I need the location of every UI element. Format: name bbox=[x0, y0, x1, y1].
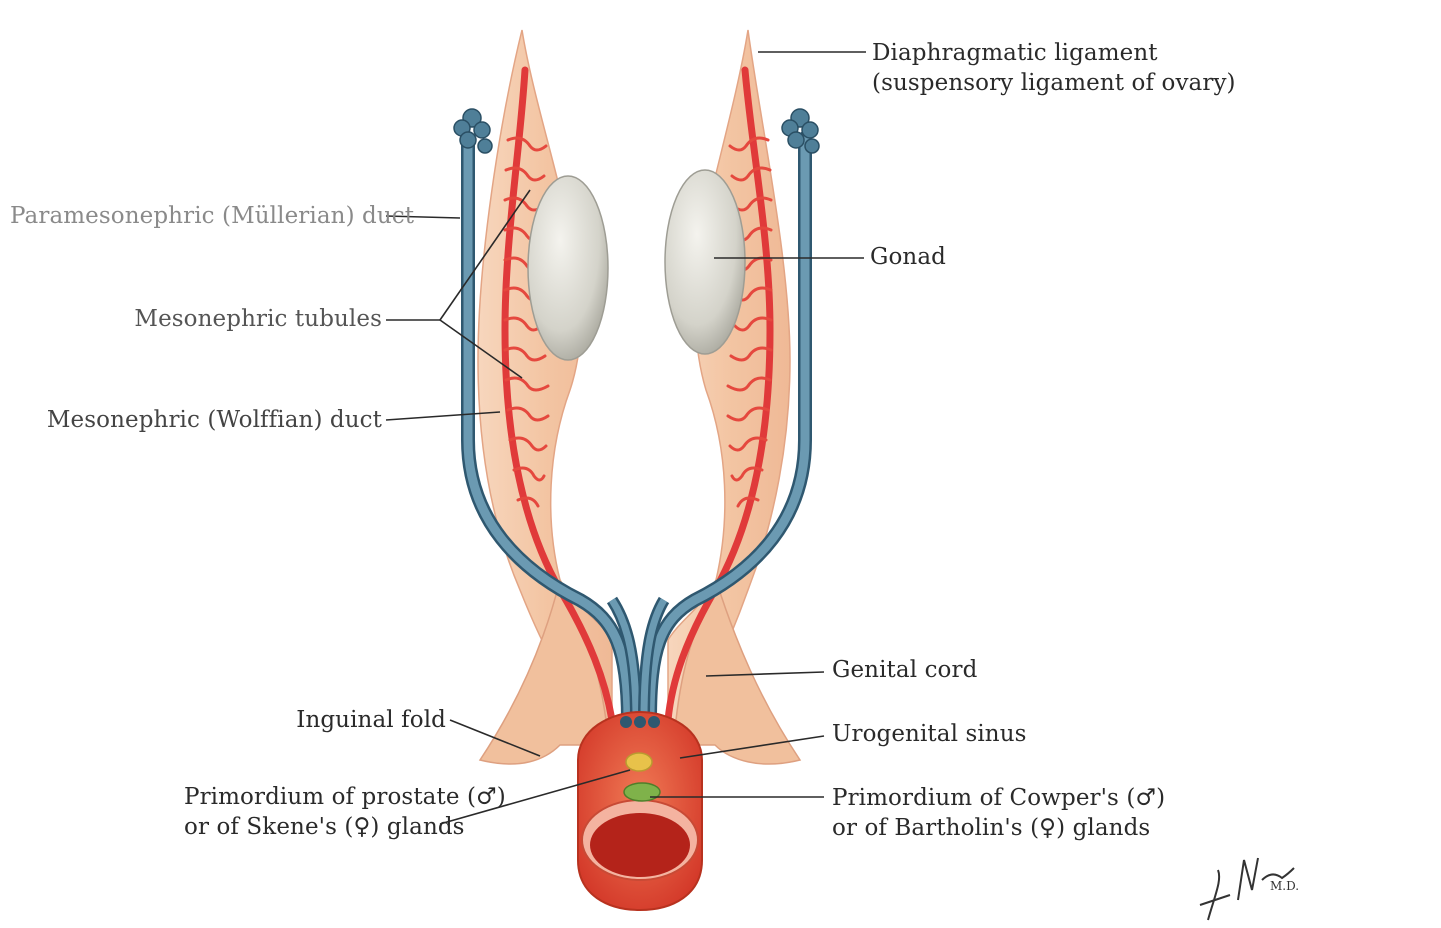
label-inguinal-fold: Inguinal fold bbox=[200, 705, 446, 735]
label-wolffian-duct: Mesonephric (Wolffian) duct bbox=[40, 405, 382, 435]
label-suspensory-ligament: (suspensory ligament of ovary) bbox=[872, 68, 1236, 98]
cowper-primordium bbox=[624, 783, 660, 801]
right-gonad bbox=[665, 170, 745, 354]
label-bartholin-glands: or of Bartholin's (♀) glands bbox=[832, 813, 1150, 843]
left-fimbria bbox=[454, 109, 492, 153]
svg-text:M.D.: M.D. bbox=[1270, 879, 1299, 893]
label-diaphragmatic-ligament: Diaphragmatic ligament bbox=[872, 38, 1158, 68]
right-fimbria bbox=[782, 109, 819, 153]
label-gonad: Gonad bbox=[870, 242, 946, 272]
label-skene-glands: or of Skene's (♀) glands bbox=[184, 812, 465, 842]
prostate-primordium bbox=[626, 753, 652, 771]
label-cowper-primordium: Primordium of Cowper's (♂) bbox=[832, 783, 1165, 813]
label-urogenital-sinus: Urogenital sinus bbox=[832, 719, 1027, 749]
left-gonad bbox=[528, 176, 608, 360]
label-paramesonephric-duct: Paramesonephric (Müllerian) duct bbox=[10, 201, 382, 231]
label-prostate-primordium: Primordium of prostate (♂) bbox=[184, 782, 506, 812]
label-genital-cord: Genital cord bbox=[832, 655, 977, 685]
signature-mark: M.D. bbox=[1200, 858, 1299, 920]
label-mesonephric-tubules: Mesonephric tubules bbox=[60, 304, 382, 334]
